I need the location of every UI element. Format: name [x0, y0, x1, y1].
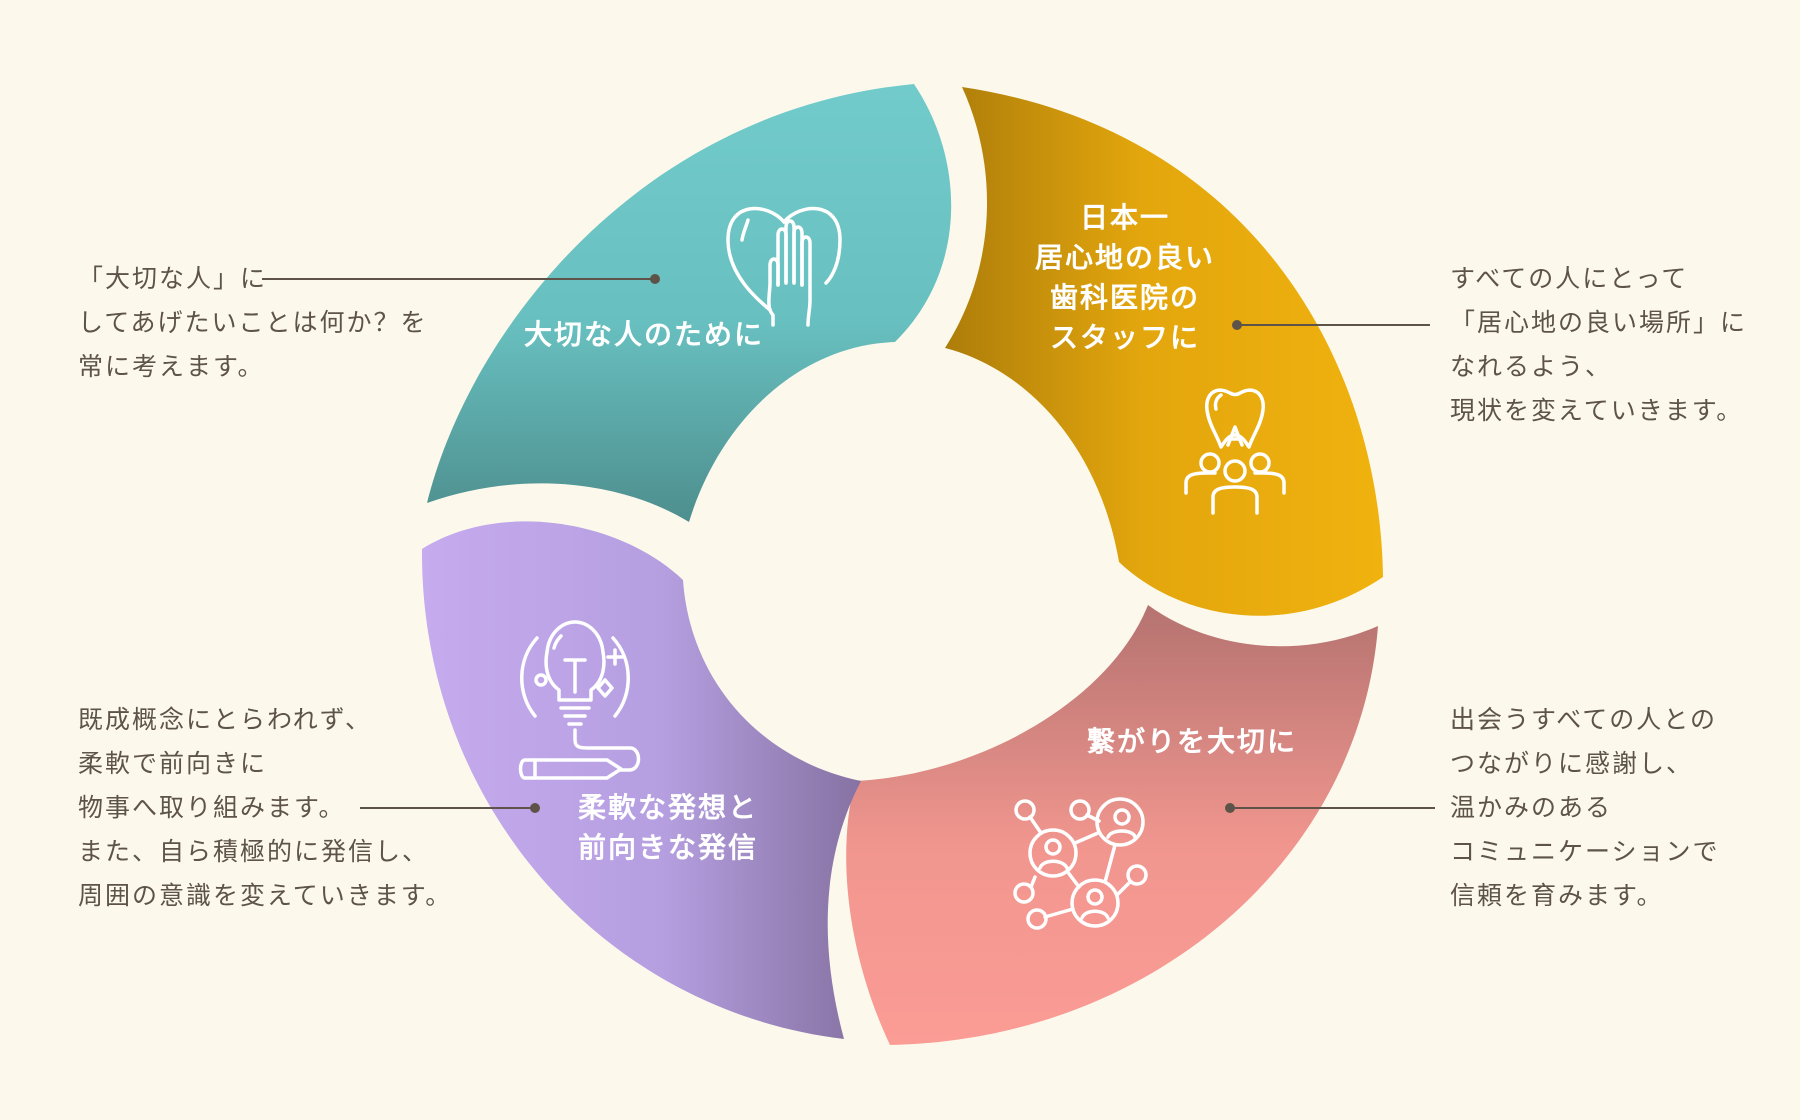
label-line: 柔軟な発想と	[578, 791, 759, 824]
description-pink: 出会うすべての人との つながりに感謝し、 温かみのある コミュニケーションで 信…	[1450, 698, 1720, 918]
description-line: コミュニケーションで	[1450, 837, 1720, 866]
lightbulb-pencil-icon	[518, 620, 641, 780]
label-line: 前向きな発信	[578, 831, 759, 864]
segment-label-teal: 大切な人のために	[524, 315, 764, 355]
connector-teal	[262, 274, 660, 284]
description-line: 柔軟で前向きに	[78, 749, 268, 778]
segment-label-purple: 柔軟な発想と 前向きな発信	[578, 788, 758, 868]
connector-yellow	[1232, 320, 1430, 330]
description-line: してあげたいことは何か？を	[78, 308, 428, 337]
description-line: 温かみのある	[1450, 793, 1613, 822]
tooth-team-icon	[1184, 388, 1286, 515]
description-line: 「大切な人」に	[78, 264, 268, 293]
segment-label-pink: 繋がりを大切に	[1087, 722, 1297, 762]
description-purple: 既成概念にとらわれず、 柔軟で前向きに 物事へ取り組みます。 また、自ら積極的に…	[78, 698, 452, 918]
people-network-icon	[1013, 797, 1148, 930]
description-line: 「居心地の良い場所」に	[1450, 308, 1748, 337]
description-line: 常に考えます。	[78, 352, 265, 381]
label-line: 居心地の良い	[1034, 241, 1215, 274]
segment-pink	[846, 605, 1378, 1045]
connector-pink	[1225, 803, 1435, 813]
description-line: なれるよう、	[1450, 352, 1613, 381]
heart-hand-icon	[726, 206, 842, 327]
description-line: すべての人にとって	[1450, 264, 1689, 293]
description-line: つながりに感謝し、	[1450, 749, 1694, 778]
description-line: 周囲の意識を変えていきます。	[78, 881, 453, 910]
label-line: 日本一	[1079, 201, 1170, 234]
segment-label-yellow: 日本一 居心地の良い 歯科医院の スタッフに	[1010, 198, 1240, 358]
description-line: 出会うすべての人との	[1450, 705, 1718, 734]
description-line: また、自ら積極的に発信し、	[78, 837, 430, 866]
description-line: 信頼を育みます。	[1450, 881, 1664, 910]
description-yellow: すべての人にとって 「居心地の良い場所」に なれるよう、 現状を変えていきます。	[1450, 257, 1747, 433]
label-line: 大切な人のために	[524, 318, 765, 351]
connector-purple	[360, 803, 540, 813]
label-line: スタッフに	[1049, 321, 1200, 354]
segment-purple	[421, 521, 861, 1039]
description-line: 現状を変えていきます。	[1450, 396, 1744, 425]
description-line: 物事へ取り組みます。	[78, 793, 346, 822]
segment-teal	[427, 84, 952, 522]
description-line: 既成概念にとらわれず、	[78, 705, 373, 734]
description-teal: 「大切な人」に してあげたいことは何か？を 常に考えます。	[78, 257, 428, 389]
label-line: 歯科医院の	[1049, 281, 1200, 314]
label-line: 繋がりを大切に	[1087, 725, 1298, 758]
segment-yellow	[945, 87, 1383, 616]
